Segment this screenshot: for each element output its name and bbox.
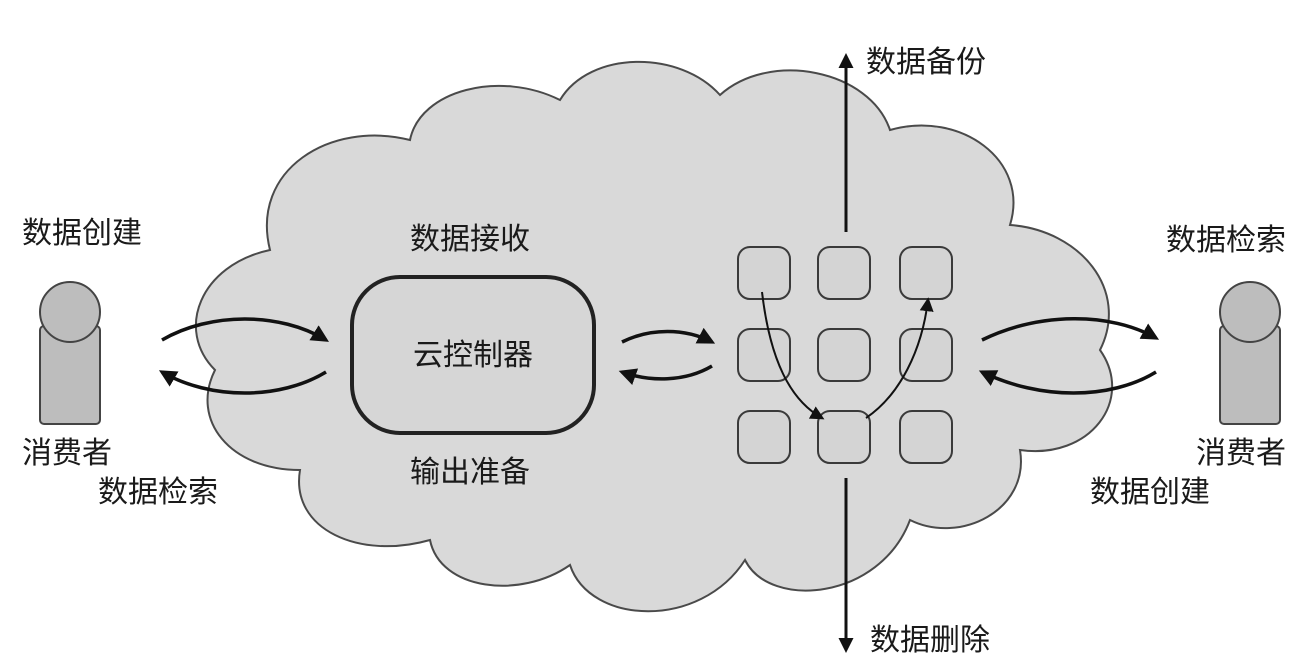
storage-cell <box>899 328 953 382</box>
cloud-controller-box <box>350 275 596 435</box>
right-retrieve-label: 数据检索 <box>1166 223 1286 258</box>
left-to-controller-arrow <box>161 317 329 342</box>
cloud-shape <box>194 60 1113 613</box>
storage-cell <box>737 328 791 382</box>
left-consumer-figure <box>39 281 101 425</box>
storage-cell <box>817 328 871 382</box>
storage-grid <box>737 246 953 464</box>
left-create-label: 数据创建 <box>22 216 142 251</box>
storage-flow-up-arrow <box>865 297 934 419</box>
left-consumer-label: 消费者 <box>22 436 112 471</box>
controller-to-storage-arrow <box>621 327 716 344</box>
storage-cell <box>817 246 871 300</box>
storage-to-right-arrow <box>981 317 1160 342</box>
storage-cell <box>737 410 791 464</box>
right-consumer-label: 消费者 <box>1196 436 1286 471</box>
right-consumer-figure <box>1219 281 1281 425</box>
receive-label: 数据接收 <box>410 222 530 257</box>
controller-to-left-arrow <box>158 370 327 395</box>
controller-label: 云控制器 <box>413 338 533 373</box>
right-to-storage-arrow <box>978 370 1157 395</box>
left-retrieve-label: 数据检索 <box>98 475 218 510</box>
storage-cell <box>817 410 871 464</box>
storage-to-controller-arrow <box>618 364 713 385</box>
storage-cell <box>899 246 953 300</box>
output-label: 输出准备 <box>410 455 530 490</box>
delete-label: 数据删除 <box>870 623 990 657</box>
storage-flow-down-arrow <box>761 291 825 420</box>
storage-cell <box>899 410 953 464</box>
right-create-label: 数据创建 <box>1090 475 1210 510</box>
backup-label: 数据备份 <box>866 45 986 80</box>
storage-cell <box>737 246 791 300</box>
